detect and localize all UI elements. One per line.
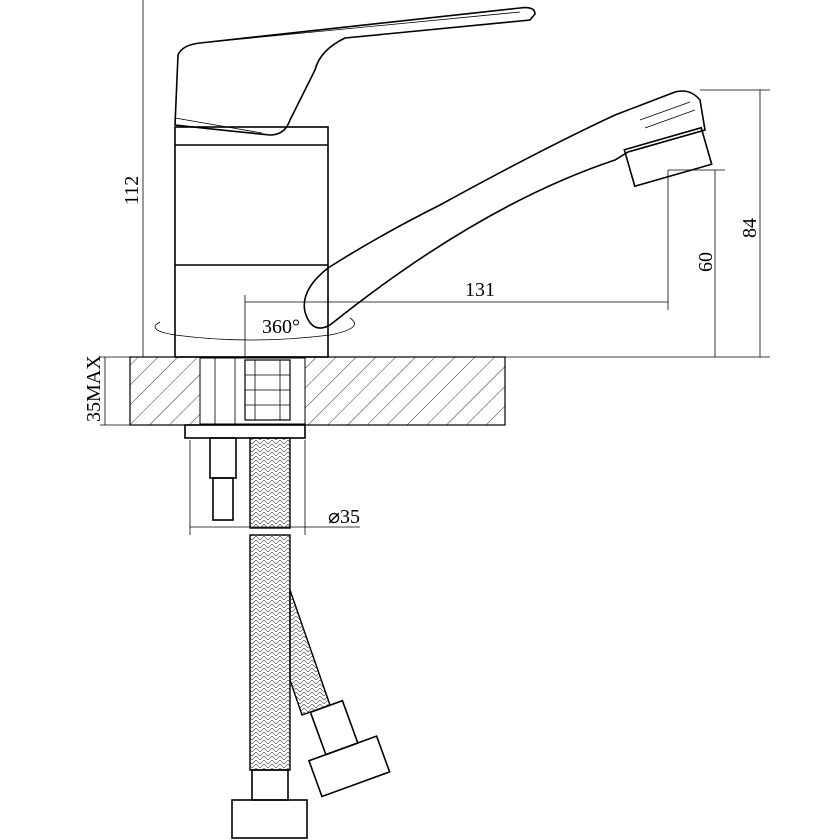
mounting-hardware (184, 424, 306, 521)
dim-spout-reach: 131 (465, 279, 495, 301)
flexible-hoses (231, 437, 391, 839)
lever-handle (174, 6, 536, 136)
dim-total-height: 112 (121, 176, 143, 205)
dim-outlet-clearance: 60 (695, 252, 717, 272)
spout (303, 90, 713, 329)
faucet-body (174, 126, 329, 358)
dim-hole-diameter: ⌀35 (328, 506, 360, 528)
dim-spout-height: 84 (739, 218, 761, 238)
dimension-lines (100, 0, 770, 535)
countertop (129, 356, 506, 426)
dim-rotation: 360° (262, 316, 300, 338)
dim-counter-thickness: 35MAX (83, 355, 105, 422)
